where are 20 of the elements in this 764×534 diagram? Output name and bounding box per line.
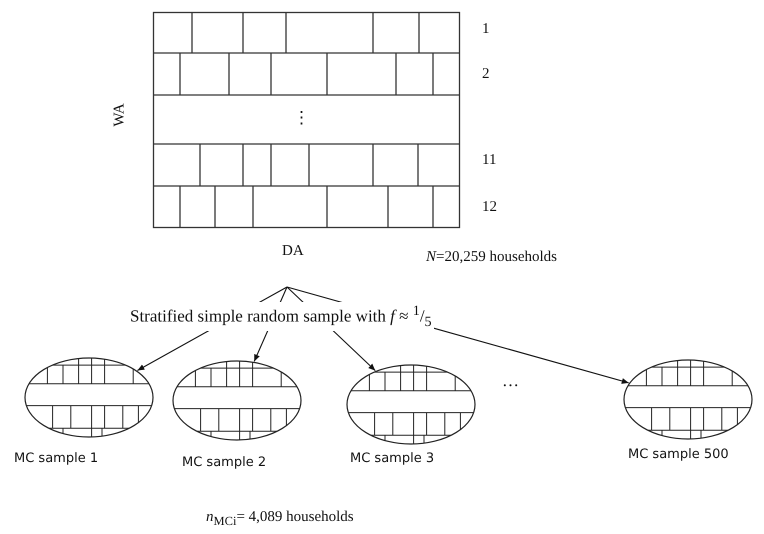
sample-caption: MC sample 3 (350, 451, 434, 467)
axis-label: WA (110, 103, 129, 127)
sample-caption: MC sample 1 (14, 451, 98, 467)
horizontal-ellipsis: … (502, 372, 519, 390)
brick-grid-drawing (153, 12, 460, 228)
sample-caption: MC sample 2 (182, 455, 266, 471)
sample-size-note: n$_{MCi}$= 4,089 households (206, 508, 354, 530)
sample-ellipse-drawing (623, 359, 753, 440)
sample-ellipse-drawing (172, 360, 302, 441)
population-note: N=20,259 households (426, 248, 557, 266)
axis-label: DA (282, 242, 304, 260)
row-number: 12 (482, 198, 497, 216)
row-number: 1 (482, 20, 490, 38)
sampling-note: Stratified simple random sample with f ≈ $^{1}$/$_{5}$ (128, 302, 434, 332)
vertical-ellipsis: ⋮ (293, 109, 310, 127)
sample-ellipse-drawing (24, 357, 154, 438)
row-number: 2 (482, 65, 490, 83)
sample-caption: MC sample 500 (628, 447, 729, 463)
sample-ellipse-drawing (346, 364, 476, 445)
row-number: 11 (482, 151, 496, 169)
